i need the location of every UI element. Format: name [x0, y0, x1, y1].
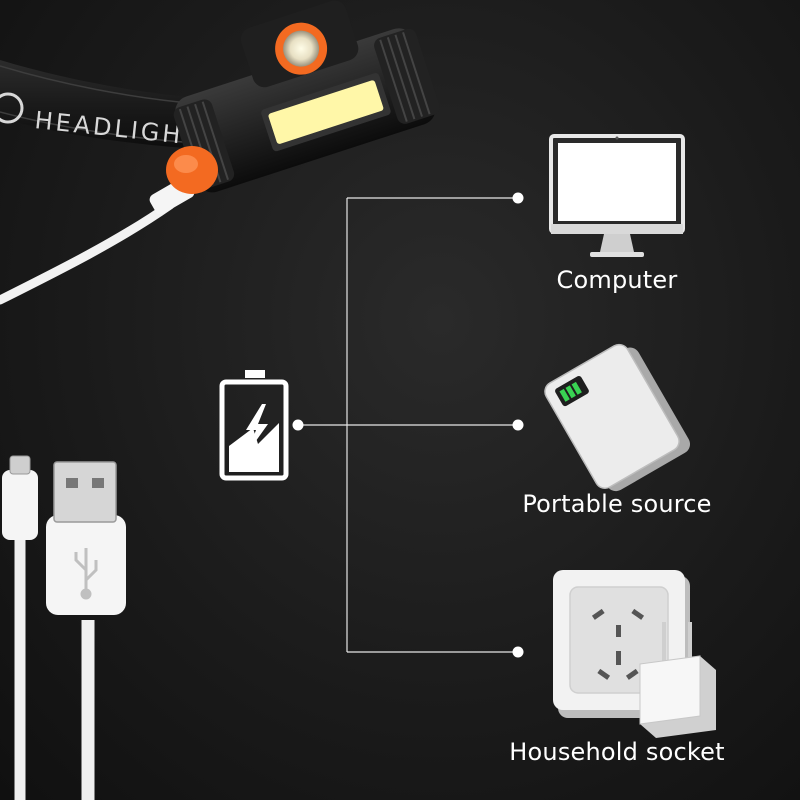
source-label-portable: Portable source: [522, 490, 712, 518]
connector-dots: [292, 192, 524, 658]
usb-symbol-icon: [74, 548, 98, 600]
connector-lines: [298, 197, 518, 653]
source-label-computer: Computer: [556, 266, 678, 294]
usb-cable-illustration: [2, 455, 126, 800]
headlamp-body: [173, 0, 440, 193]
battery-charging-icon: [219, 370, 289, 481]
source-label-household: Household socket: [509, 738, 725, 766]
strap-logo: [0, 92, 24, 124]
charging-cable: [0, 200, 175, 305]
